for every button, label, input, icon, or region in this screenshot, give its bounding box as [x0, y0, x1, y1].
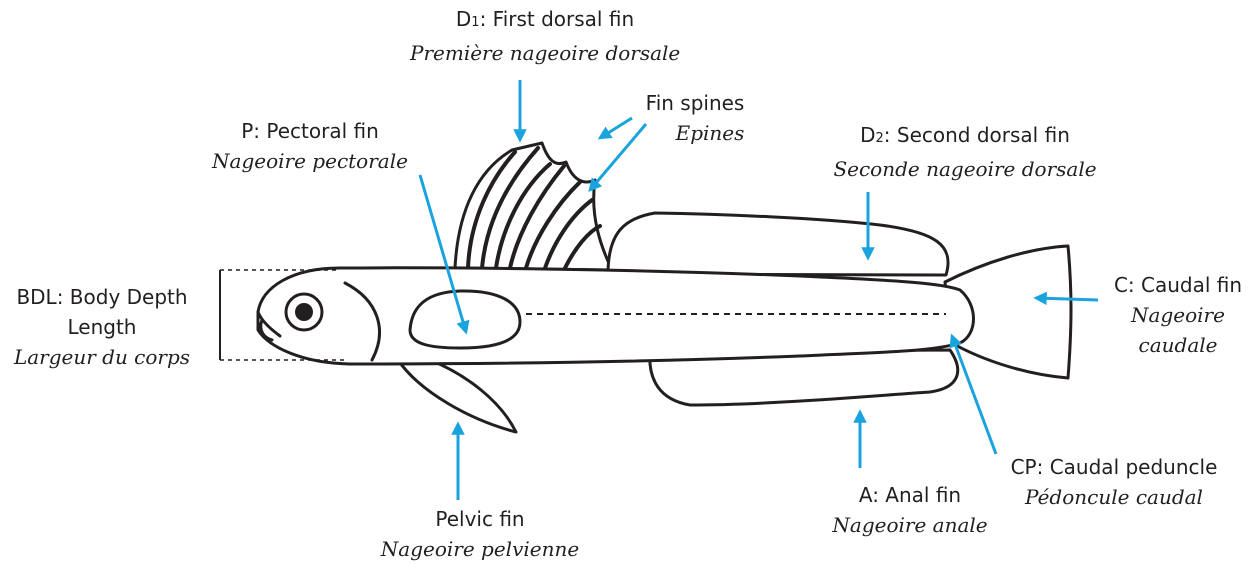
label-first-dorsal-fin: D1: First dorsal fin Première nageoire d… — [410, 4, 680, 68]
pectoral-english-label: P: Pectoral fin — [190, 116, 430, 146]
label-pelvic-fin: Pelvic fin Nageoire pelvienne — [360, 504, 600, 564]
anal-french-label: Nageoire anale — [810, 510, 1010, 540]
caudal-french-line1: Nageoire — [1098, 300, 1258, 330]
anal-english-label: A: Anal fin — [810, 480, 1010, 510]
bdl-english-line1: BDL: Body Depth — [2, 282, 202, 312]
fish-body — [258, 268, 974, 364]
pelvic-fin — [398, 360, 516, 432]
pelvic-french-label: Nageoire pelvienne — [360, 534, 600, 564]
label-body-depth-length: BDL: Body Depth Length Largeur du corps — [2, 282, 202, 372]
caudal-english-label: C: Caudal fin — [1098, 270, 1258, 300]
label-pectoral-fin: P: Pectoral fin Nageoire pectorale — [190, 116, 430, 176]
bdl-english-line2: Length — [2, 312, 202, 342]
label-fin-spines: Fin spines Epines — [620, 88, 770, 148]
label-anal-fin: A: Anal fin Nageoire anale — [810, 480, 1010, 540]
fish-pupil — [295, 303, 313, 321]
caudal-french-line2: caudale — [1098, 330, 1258, 360]
spines-english-label: Fin spines — [620, 88, 770, 118]
caudal-arrow — [1036, 298, 1098, 300]
peduncle-french-label: Pédoncule caudal — [994, 482, 1234, 512]
pelvic-english-label: Pelvic fin — [360, 504, 600, 534]
peduncle-english-label: CP: Caudal peduncle — [994, 452, 1234, 482]
d1-french-label: Première nageoire dorsale — [410, 38, 680, 68]
d2-english-label: D2: Second dorsal fin — [820, 120, 1110, 154]
d1-english-label: D1: First dorsal fin — [410, 4, 680, 38]
label-second-dorsal-fin: D2: Second dorsal fin Seconde nageoire d… — [820, 120, 1110, 184]
d2-french-label: Seconde nageoire dorsale — [820, 154, 1110, 184]
bdl-french-label: Largeur du corps — [2, 342, 202, 372]
label-caudal-fin: C: Caudal fin Nageoire caudale — [1098, 270, 1258, 360]
spines-french-label: Epines — [620, 118, 770, 148]
label-caudal-peduncle: CP: Caudal peduncle Pédoncule caudal — [994, 452, 1234, 512]
pectoral-fin — [410, 291, 520, 348]
second-dorsal-fin — [608, 213, 948, 275]
pectoral-french-label: Nageoire pectorale — [190, 146, 430, 176]
